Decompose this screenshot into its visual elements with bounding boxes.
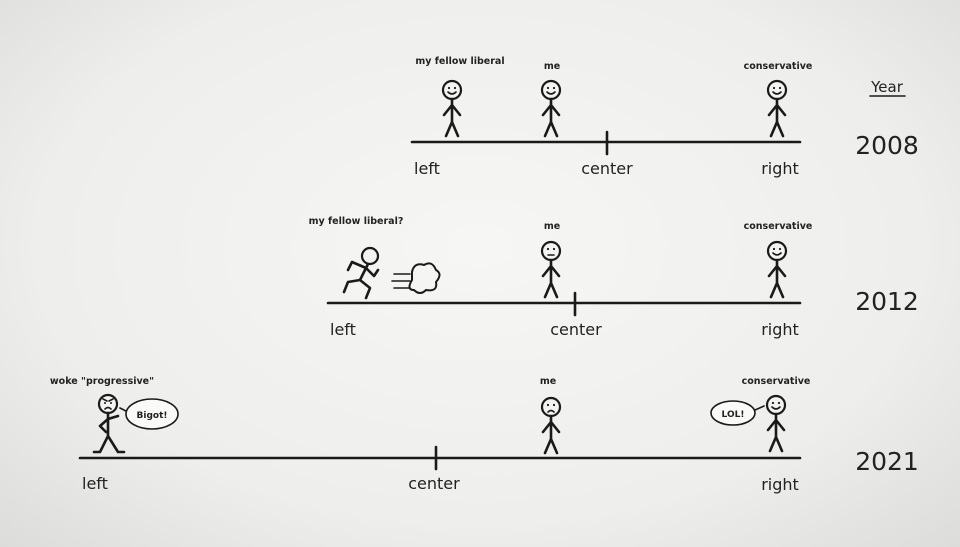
year-label: 2021 — [855, 447, 919, 476]
year-label: 2008 — [855, 131, 919, 160]
axis-right-label: right — [761, 475, 799, 494]
middle-figure-caption: me — [544, 61, 560, 72]
middle-figure-caption: me — [540, 376, 556, 387]
stick-figure-woke-progressive — [92, 393, 126, 454]
year-column-title: Year — [870, 78, 904, 96]
stick-figure-liberal — [441, 79, 463, 138]
stick-figure-conservative — [765, 394, 787, 453]
axis-center-label: center — [581, 159, 633, 178]
middle-figure-caption: me — [544, 221, 560, 232]
axis-right-label: right — [761, 159, 799, 178]
year-label: 2012 — [855, 287, 919, 316]
left-figure-caption: my fellow liberal — [415, 56, 504, 67]
axis-left-label: left — [414, 159, 440, 178]
axis-left-label: left — [330, 320, 356, 339]
axis-right-label: right — [761, 320, 799, 339]
stick-figure-me — [540, 396, 562, 455]
stick-figure-conservative — [766, 240, 788, 299]
right-figure-caption: conservative — [744, 61, 813, 72]
speech-bubble-lol: LOL! — [710, 400, 765, 426]
row-2021: left center right 2021 woke "progressive… — [50, 376, 919, 494]
speech-bubble-bigot: Bigot! — [119, 398, 179, 430]
stick-figure-running-liberal — [342, 246, 380, 300]
stick-figure-conservative — [766, 79, 788, 138]
axis-left-label: left — [82, 474, 108, 493]
left-figure-caption: my fellow liberal? — [309, 216, 404, 227]
axis-center-label: center — [550, 320, 602, 339]
right-figure-caption: conservative — [744, 221, 813, 232]
dust-cloud-icon — [391, 262, 441, 294]
row-2008: left center right 2008 my fellow liberal… — [410, 56, 919, 178]
stick-figure-me — [540, 79, 562, 138]
year-header: Year — [869, 78, 906, 97]
left-figure-caption: woke "progressive" — [50, 376, 154, 387]
stick-figure-me — [540, 240, 562, 299]
speech-text: Bigot! — [137, 411, 168, 421]
row-2012: left center right 2012 my fellow liberal… — [309, 216, 919, 339]
right-figure-caption: conservative — [742, 376, 811, 387]
speech-text: LOL! — [722, 410, 745, 420]
axis-center-label: center — [408, 474, 460, 493]
